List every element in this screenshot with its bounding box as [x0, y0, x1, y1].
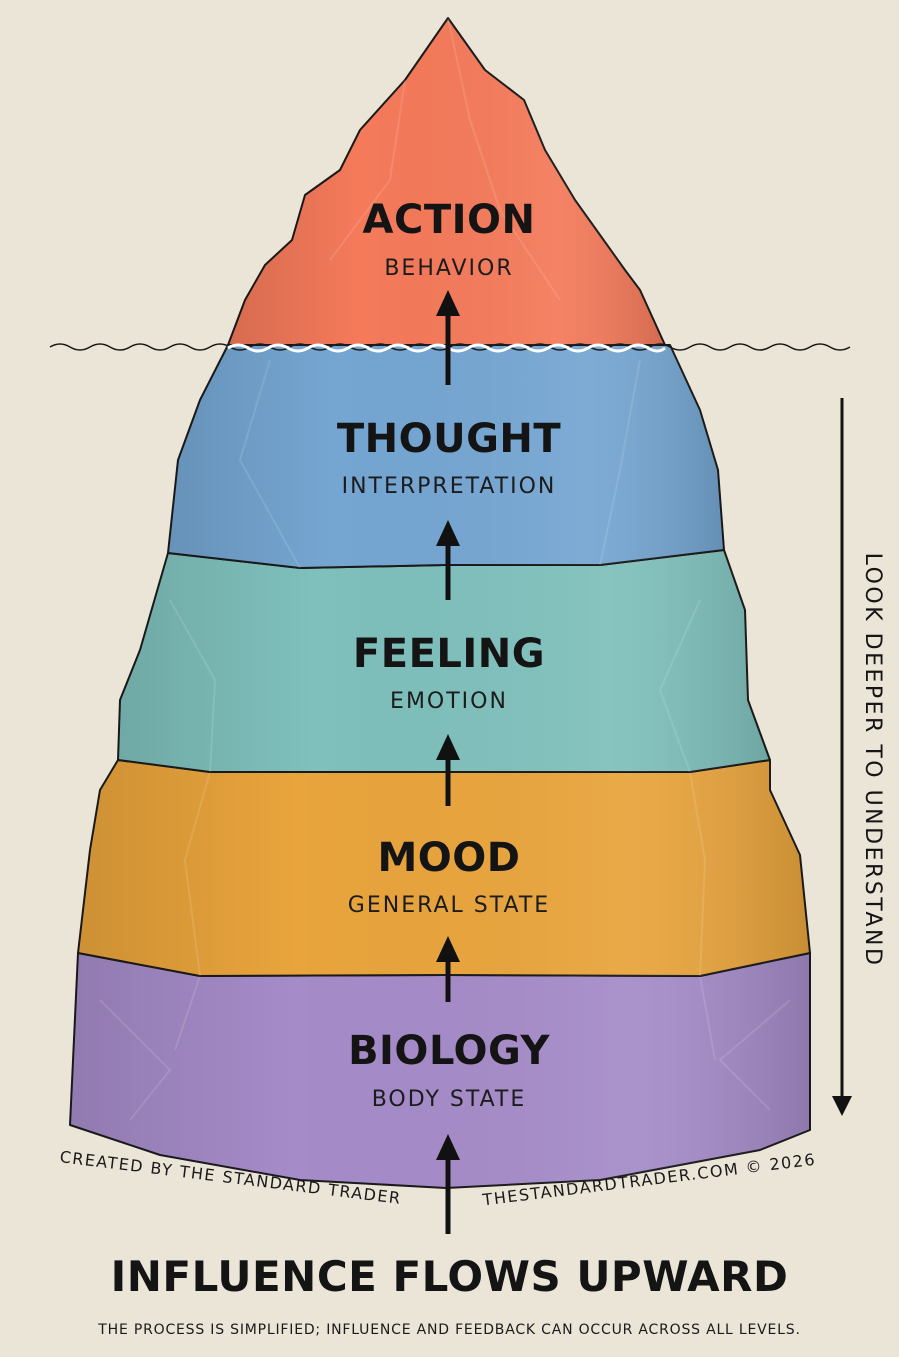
layer-subtitle-mood: GENERAL STATE — [348, 893, 550, 918]
layer-subtitle-action: BEHAVIOR — [384, 256, 513, 281]
arrow-up-icon — [436, 290, 460, 385]
layer-thought — [167, 344, 725, 569]
layer-biology — [69, 952, 811, 1189]
layer-title-thought: THOUGHT — [337, 416, 562, 462]
layer-title-mood: MOOD — [377, 835, 520, 881]
layer-subtitle-thought: INTERPRETATION — [342, 474, 557, 499]
layer-title-feeling: FEELING — [353, 631, 545, 677]
layer-subtitle-biology: BODY STATE — [372, 1087, 527, 1112]
arrow-up-icon — [436, 936, 460, 1002]
layer-title-biology: BIOLOGY — [348, 1028, 550, 1074]
layer-title-action: ACTION — [363, 197, 536, 243]
layer-subtitle-feeling: EMOTION — [390, 689, 508, 714]
footnote: THE PROCESS IS SIMPLIFIED; INFLUENCE AND… — [98, 1322, 801, 1338]
layer-mood — [77, 759, 811, 977]
arrow-up-icon — [436, 1134, 460, 1234]
arrow-up-icon — [436, 520, 460, 600]
main-title: INFLUENCE FLOWS UPWARD — [110, 1252, 789, 1301]
arrow-up-icon — [436, 734, 460, 806]
look-deeper-arrow — [832, 398, 852, 1116]
look-deeper-label: LOOK DEEPER TO UNDERSTAND — [860, 553, 885, 968]
influence-arrows — [436, 290, 460, 1234]
